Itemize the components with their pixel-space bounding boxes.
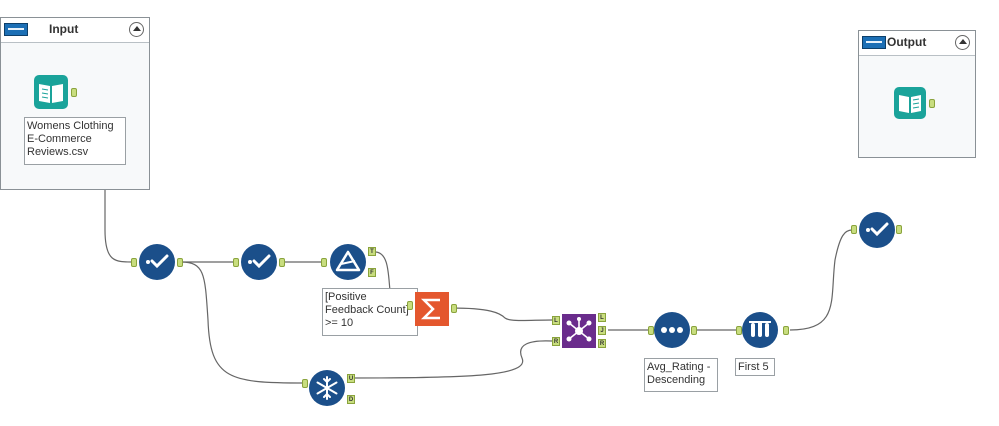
book-icon — [34, 75, 68, 109]
sample-annotation: First 5 — [735, 358, 775, 376]
output-container-header[interactable]: Output — [859, 31, 975, 56]
checkmark-icon — [146, 254, 169, 269]
container-icon — [862, 36, 886, 49]
input-data-tool[interactable] — [33, 74, 69, 110]
input-container-title: Input — [49, 22, 79, 36]
join-right-input-anchor[interactable]: R — [552, 337, 560, 346]
collapse-icon[interactable] — [955, 35, 970, 50]
select1-input-anchor[interactable] — [131, 258, 137, 267]
formula-u-anchor[interactable]: U — [347, 374, 355, 383]
input-file-annotation: Womens Clothing E-Commerce Reviews.csv — [24, 117, 126, 165]
summarize-tool[interactable] — [414, 291, 450, 327]
wire-formula-to-join — [352, 340, 553, 379]
browse-input-anchor[interactable] — [851, 225, 857, 234]
sample-tool[interactable] — [742, 312, 778, 348]
select2-output-anchor[interactable] — [279, 258, 285, 267]
summarize-output-anchor[interactable] — [451, 304, 457, 313]
input-output-anchor[interactable] — [71, 88, 77, 97]
checkmark-icon — [866, 222, 889, 237]
filter-triangle-icon — [335, 250, 361, 272]
output-book-icon — [894, 87, 926, 119]
output-container-title: Output — [887, 35, 927, 49]
checkmark-icon — [248, 254, 271, 269]
output-input-anchor[interactable] — [929, 99, 935, 108]
sort-output-anchor[interactable] — [691, 326, 697, 335]
filter-expression-annotation: [Positive Feedback Count] >= 10 — [322, 288, 418, 336]
filter-input-anchor[interactable] — [321, 258, 327, 267]
filter-false-anchor[interactable]: F — [368, 268, 376, 277]
browse-tool[interactable] — [859, 212, 895, 248]
select2-input-anchor[interactable] — [233, 258, 239, 267]
container-icon — [4, 23, 28, 36]
wire-sample-to-browse — [789, 229, 853, 331]
sort-input-anchor[interactable] — [648, 326, 654, 335]
wire-select1-to-formula — [180, 261, 306, 384]
select1-output-anchor[interactable] — [177, 258, 183, 267]
filter-true-anchor[interactable]: T — [368, 247, 376, 256]
sample-input-anchor[interactable] — [736, 326, 742, 335]
output-data-tool[interactable] — [893, 86, 927, 120]
formula-input-anchor[interactable] — [302, 379, 308, 388]
join-join-output-anchor[interactable]: J — [598, 326, 606, 335]
input-container-header[interactable]: Input — [1, 18, 149, 43]
join-left-input-anchor[interactable]: L — [552, 316, 560, 325]
join-right-output-anchor[interactable]: R — [598, 339, 606, 348]
output-container[interactable]: Output — [858, 30, 976, 158]
sigma-icon — [415, 292, 449, 326]
snowflake-icon — [316, 376, 338, 400]
sort-tool[interactable] — [654, 312, 690, 348]
formula-tool[interactable] — [309, 370, 345, 406]
select-tool-2[interactable] — [241, 244, 277, 280]
select-tool-1[interactable] — [139, 244, 175, 280]
filter-tool[interactable] — [330, 244, 366, 280]
join-tool[interactable] — [561, 313, 597, 349]
join-network-icon — [562, 314, 596, 348]
join-left-output-anchor[interactable]: L — [598, 313, 606, 322]
sample-output-anchor[interactable] — [783, 326, 789, 335]
summarize-input-anchor[interactable] — [407, 301, 413, 310]
wire-summarize-to-join — [450, 307, 553, 322]
test-tubes-icon — [749, 321, 771, 337]
sort-dots-icon — [661, 327, 683, 333]
collapse-icon[interactable] — [129, 22, 144, 37]
browse-output-anchor[interactable] — [896, 225, 902, 234]
sort-annotation: Avg_Rating - Descending — [644, 358, 718, 392]
formula-d-anchor[interactable]: D — [347, 395, 355, 404]
